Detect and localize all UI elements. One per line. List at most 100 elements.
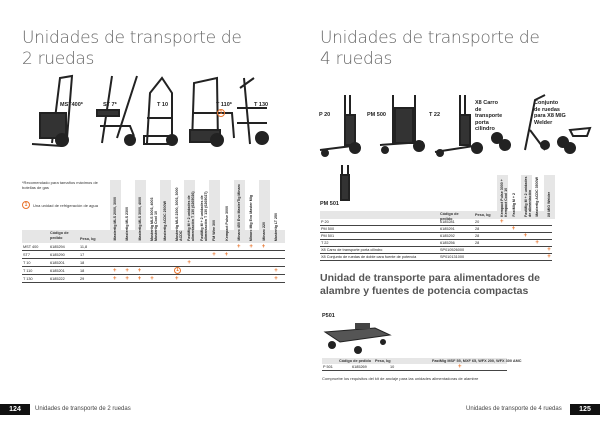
column-header: FastMig M + 2 unidades de alimentación T… [197,180,208,243]
column-header-label: Minarc Mig Evo Master Mig [249,194,254,241]
column-header: FastMig M + 2 unidades de alimentación T… [184,180,196,243]
compat-mark-icon: + [187,260,191,266]
compat-mark-icon: + [547,254,551,260]
header-code: Código de pedido [50,231,69,240]
column-header: Minarc Mig Evo Master Mig [246,180,257,243]
row-name: T 110 [23,269,33,273]
row-code: 6185291 [440,227,455,231]
compat-mark-icon: + [125,276,129,282]
column-header: Mastertig LT 250 [271,180,282,243]
column-header: Mastertig MLS 2300 [122,180,133,243]
page-number-right: 125 [570,404,600,415]
p501-trolley-image [323,323,392,354]
column-header: Mastertig MLS 2300, 3003, 3000 ACDC [172,180,183,243]
product-label-pm500: PM 500 [367,112,386,118]
compat-mark-icon: + [274,276,278,282]
table-header-band [320,211,552,219]
note-marker-icon: 1 [22,201,30,209]
column-header: Minarc 450 Evo MasterTig Minarc [234,180,245,243]
left-page-title: Unidades de transporte de 2 ruedas [22,28,242,70]
header-code: Código de pedido [339,359,372,363]
compat-mark-icon: + [249,244,253,250]
column-header-label: X8 MIG Welder [547,191,552,217]
cooling-unit-note: Una unidad de refrigeración de agua [33,203,98,208]
column-header: Mastertig MLS 3003, 4003 Mastertig Cool … [147,180,158,243]
row-weight: 20 [475,220,480,224]
row-code: SP010526000 [440,248,465,252]
right-page-title: Unidades de transporte de 4 ruedas [320,28,540,70]
header-weight: Peso, kg [375,359,391,363]
product-label-pm501: PM 501 [320,201,339,207]
cooling-unit-marker-icon: 1 [174,267,181,274]
header-weight: Peso, kg [80,237,96,241]
row-weight: 17 [80,253,85,257]
cooling-unit-marker-icon: 1 [217,109,225,117]
compat-mark-icon: + [274,268,278,274]
column-header: Mastertig ACDC 2500W [159,180,171,243]
row-name: PM 500 [321,227,335,231]
product-label-x8-cart: X8 Carro de transporte porta cilindro [475,100,503,132]
compat-mark-icon: + [511,226,516,232]
row-code: 6185201 [50,269,65,273]
product-label-st7: ST 7* [103,102,117,108]
p501-header-band [322,358,507,364]
column-header: Minarc 220 [258,180,270,243]
compat-mark-icon: + [113,268,117,274]
column-header-label: Minarc 450 Evo MasterTig Minarc [237,184,241,241]
row-code: 6185294 [50,245,65,249]
column-header-label: Mastertig MLS 2300, 3003, 3000 ACDC [175,187,183,241]
row-code: SP010131000 [440,255,465,259]
row-code: 6185256 [440,241,455,245]
column-header-label: FastMig M + 2 [511,193,516,217]
section-heading: Unidad de transporte para alimentadores … [320,272,540,297]
compat-mark-icon: + [237,244,241,250]
column-header-label: FastMig M + 2 unidades de alimentación [523,176,532,217]
compat-mark-icon: + [113,276,117,282]
row-weight: 10 [390,365,395,369]
p501-note: Compruebe los requisitos del kit de ancl… [322,376,479,381]
footer-left: Unidades de transporte de 2 ruedas [35,406,131,412]
compat-mark-icon: + [150,276,154,282]
bottle-size-note: *Recomendado para tamaños máximos de bot… [22,180,98,190]
column-header: FM Wire 300 [209,180,221,243]
row-name: T 22 [321,241,329,245]
row-name: MST 400 [23,245,39,249]
column-header-label: Mastertig ACDC 3500W [535,177,540,217]
title-line-1: Unidades de transporte de [320,28,540,48]
row-name: X8 Conjunto de ruedas de doble cara fuen… [321,255,417,259]
compat-mark-icon: + [212,252,216,258]
row-weight: 18 [80,269,85,273]
two-wheel-trolleys-image [31,74,269,147]
title-line-2: 2 ruedas [22,49,95,69]
page-number-left: 124 [0,404,30,415]
row-code: 6185281 [440,220,455,224]
row-weight: 28 [475,227,480,231]
column-header-label: Mastertig MLS 3000, 4000 [137,197,142,241]
product-label-t110: T 110* [216,102,232,108]
compat-mark-icon: + [523,233,528,239]
compat-mark-icon: + [458,364,462,370]
column-header-label: FastMig M + 2 unidades de alimentación T… [199,191,208,241]
row-name: P 501 [323,365,333,369]
table-row: X8 Conjunto de ruedas de doble cara fuen… [320,254,552,261]
compat-mark-icon: + [261,244,266,250]
four-wheel-trolleys-image [319,94,592,201]
table-row: PM 500 6185291 28 + [320,226,552,233]
product-label-p501: P501 [322,313,335,319]
title-line-1: Unidades de transporte de [22,28,242,48]
compat-mark-icon: + [175,276,179,282]
row-weight: 28 [475,241,480,245]
compat-mark-icon: + [125,268,129,274]
column-header: Kempact Pulse 3000 [222,180,233,243]
column-header: Mastertig ACDC 3500W [532,175,543,219]
column-header: FastMig M + 2 unidades de alimentación [520,175,532,219]
row-code: 6185222 [50,277,65,281]
column-header-label: Kempact Pulse 3000 + Kempact Cool 10 [500,179,508,217]
row-name: ST7 [23,253,30,257]
